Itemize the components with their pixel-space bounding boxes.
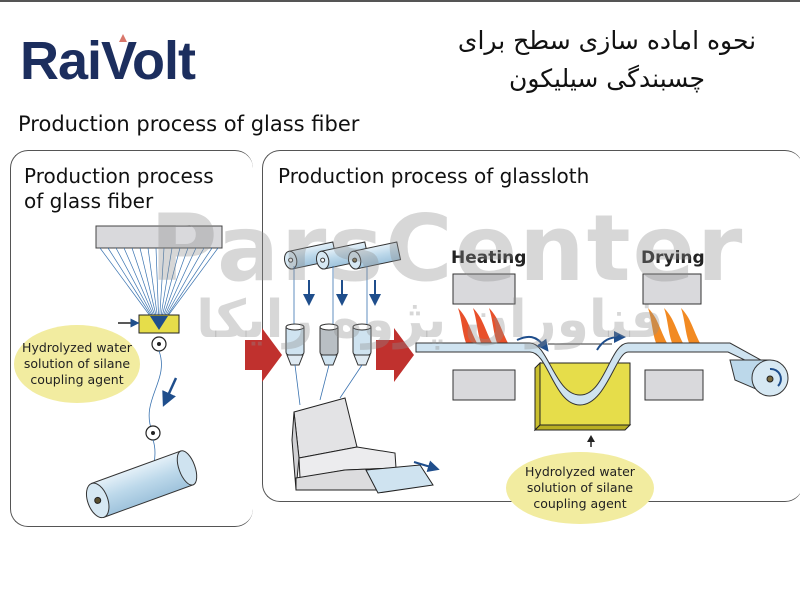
- raivolt-logo: RaiVolt: [20, 31, 196, 91]
- weaving-loom: [291, 397, 434, 494]
- panel-left-title: Production process of glass fiber: [24, 164, 214, 214]
- heating-label: Heating: [451, 248, 527, 268]
- persian-title-line2: چسبندگی سیلیکون: [508, 64, 706, 93]
- process-arrow-icon-1: [245, 328, 282, 382]
- watermark-latin: ParsCenter: [150, 195, 745, 302]
- down-arrow-icon: [162, 377, 178, 407]
- left-solution-bubble: Hydrolyzed water solution of silane coup…: [14, 325, 140, 403]
- winding-roll: [85, 450, 198, 519]
- panel-left-title-line1: Production process: [24, 164, 214, 188]
- main-heading: Production process of glass fiber: [18, 112, 360, 136]
- left-bubble-line2: solution of silane: [23, 356, 131, 371]
- process-arrow-icon-2: [376, 328, 414, 382]
- bushing-plate: [95, 225, 223, 249]
- right-bubble-line1: Hydrolyzed water: [525, 464, 635, 479]
- right-bubble-line3: coupling agent: [533, 496, 627, 511]
- panel-left-title-line2: of glass fiber: [24, 189, 154, 213]
- panel-right-title: Production process of glassloth: [278, 164, 590, 188]
- watermark-persian: فناوران پژوه رایکا: [196, 290, 664, 350]
- drying-label: Drying: [641, 248, 705, 268]
- dryer-bottom: [644, 369, 704, 401]
- dryer-top: [642, 273, 702, 305]
- persian-title: نحوه اماده سازی سطح برای چسبندگی سیلیکون: [442, 22, 772, 98]
- yarn-rolls: [283, 241, 402, 270]
- bobbins: [285, 323, 372, 366]
- heating-flames-icon: [458, 308, 508, 343]
- left-bubble-line1: Hydrolyzed water: [22, 340, 132, 355]
- logo-accent-icon: [119, 34, 127, 42]
- down-arrow-icons: [303, 280, 381, 306]
- up-arrow-icon: [587, 435, 595, 442]
- persian-title-line1: نحوه اماده سازی سطح برای: [457, 26, 757, 55]
- right-solution-bubble: Hydrolyzed water solution of silane coup…: [506, 452, 654, 524]
- left-bubble-line3: coupling agent: [30, 372, 124, 387]
- right-bubble-line2: solution of silane: [526, 480, 634, 495]
- drying-flames-icon: [648, 308, 700, 343]
- heater-top: [452, 273, 516, 305]
- top-border: [0, 0, 800, 2]
- heater-bottom: [452, 369, 516, 401]
- take-up-roll: [729, 359, 789, 397]
